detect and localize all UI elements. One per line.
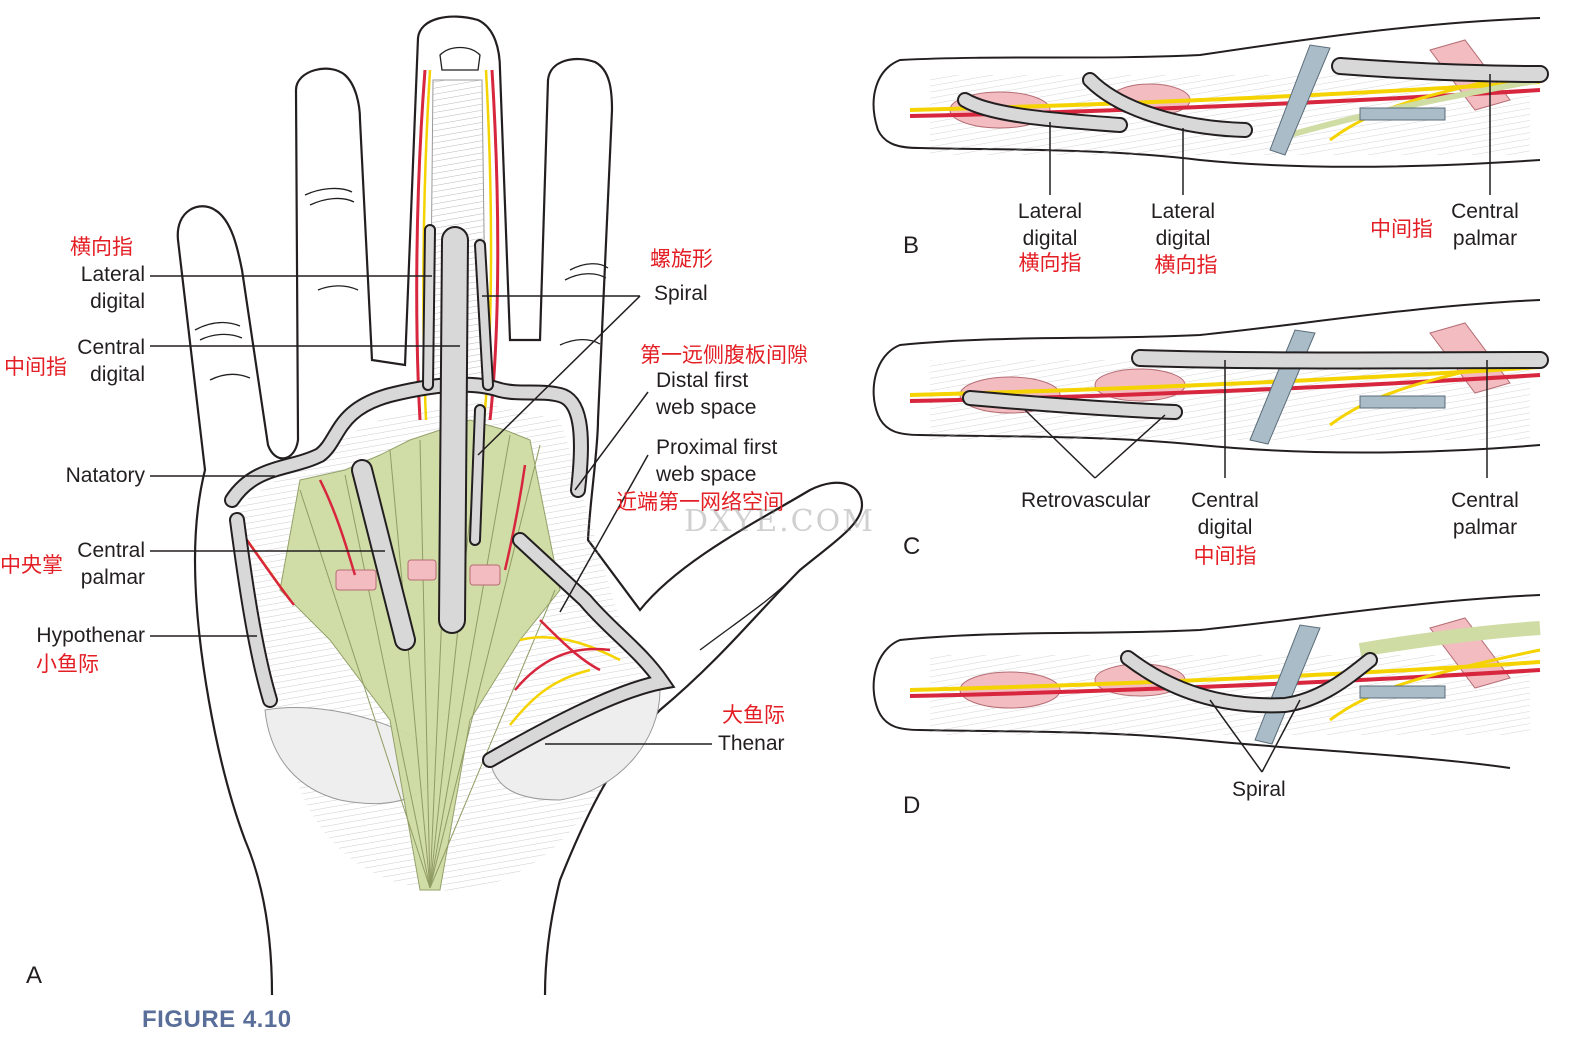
finger-side-view-c [872, 299, 1549, 479]
finger-side-view-b [872, 17, 1549, 195]
label-central-palmar: Central palmar [30, 537, 145, 591]
label-b-lat1-line1: Lateral [1017, 200, 1083, 223]
label-central-digital-zh: 中间指 [4, 355, 67, 379]
label-central-palmar-line2: palmar [80, 566, 145, 589]
label-hypothenar: Hypothenar [36, 624, 145, 647]
label-c-central-digital-zh: 中间指 [1193, 544, 1257, 568]
label-thenar-zh: 大鱼际 [722, 703, 785, 727]
watermark: DXYE.COM [684, 504, 875, 539]
label-lateral-digital-line1: Lateral [80, 263, 145, 286]
label-distal-web-zh: 第一远侧腹板间隙 [640, 343, 808, 367]
label-b-lat1-zh: 横向指 [1018, 251, 1082, 275]
label-c-cd-line2: digital [1197, 516, 1253, 539]
finger-outline-c [872, 299, 1541, 454]
label-central-digital: Central digital [30, 334, 145, 388]
panel-letter-a: A [26, 962, 43, 989]
label-lateral-digital-zh: 横向指 [70, 235, 133, 259]
label-spiral: Spiral [654, 282, 708, 305]
label-natatory: Natatory [65, 464, 145, 487]
nail [439, 46, 481, 71]
label-c-cp-line2: palmar [1452, 516, 1518, 539]
label-c-cd-line1: Central [1191, 489, 1259, 512]
label-lateral-digital: Lateral digital [30, 261, 145, 315]
label-b-cp-line2: palmar [1452, 227, 1518, 250]
label-distal-web: Distal first web space [656, 367, 756, 421]
label-b-central-palmar-zh: 中间指 [1370, 217, 1433, 241]
label-central-palmar-zh: 中央掌 [0, 553, 63, 577]
label-central-digital-line1: Central [77, 336, 145, 359]
panel-letter-b: B [903, 232, 920, 259]
pulleys-a [335, 559, 501, 591]
label-b-cp-line1: Central [1451, 200, 1519, 223]
label-distal-web-line1: Distal first [656, 369, 749, 392]
hand-illustration [150, 15, 864, 996]
label-proximal-web: Proximal first web space [656, 434, 777, 488]
label-b-lateral-digital-2: Lateral digital [1133, 198, 1233, 252]
panel-letter-c: C [903, 533, 921, 560]
figure-title: FIGURE 4.10 [142, 1006, 292, 1033]
label-b-lateral-digital-1: Lateral digital [1000, 198, 1100, 252]
panel-letter-d: D [903, 792, 921, 819]
label-proximal-web-zh: 近端第一网络空间 [616, 490, 784, 514]
label-c-retrovascular: Retrovascular [1021, 489, 1151, 512]
label-c-central-digital: Central digital [1175, 487, 1275, 541]
finger-outline-b [872, 17, 1541, 168]
label-proximal-web-line2: web space [656, 463, 757, 486]
label-d-spiral: Spiral [1232, 778, 1286, 801]
label-proximal-web-line1: Proximal first [656, 436, 778, 459]
skin-creases [194, 187, 791, 651]
label-b-lat2-line2: digital [1155, 227, 1211, 250]
label-central-digital-line2: digital [90, 363, 145, 386]
label-b-lat1-line2: digital [1022, 227, 1078, 250]
finger-side-view-d [872, 594, 1541, 773]
aponeurosis-fibers [299, 424, 556, 889]
hand-outline [176, 15, 864, 996]
label-hypothenar-zh: 小鱼际 [36, 652, 99, 676]
label-lateral-digital-line2: digital [90, 290, 145, 313]
label-c-cp-line1: Central [1451, 489, 1519, 512]
label-c-central-palmar: Central palmar [1440, 487, 1530, 541]
leader-lines-a [150, 275, 712, 745]
label-b-lat2-zh: 横向指 [1154, 253, 1218, 277]
ligament-bands-a [224, 224, 676, 768]
palmar-aponeurosis [279, 419, 561, 891]
label-central-palmar-line1: Central [77, 539, 145, 562]
label-thenar: Thenar [718, 732, 785, 755]
label-distal-web-line2: web space [656, 396, 757, 419]
label-b-lat2-line1: Lateral [1150, 200, 1216, 223]
label-spiral-zh: 螺旋形 [650, 247, 713, 271]
finger-outline-d [872, 594, 1541, 769]
label-b-central-palmar: Central palmar [1440, 198, 1530, 252]
